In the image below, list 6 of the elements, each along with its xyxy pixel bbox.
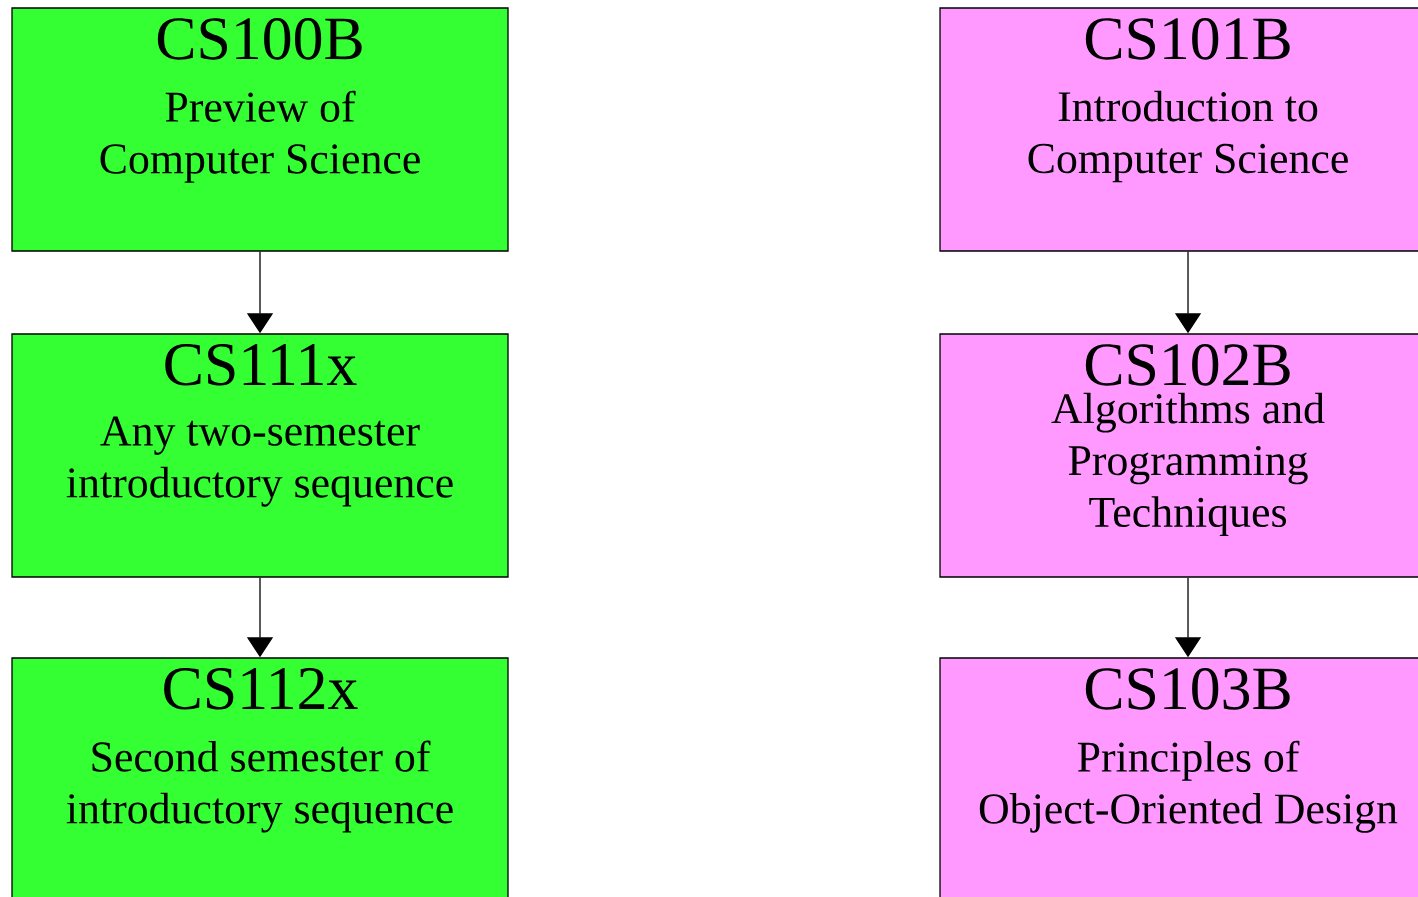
course-box: CS112x Second semester of introductory sequence — [11, 657, 509, 897]
course-box: CS101B Introduction to Computer Science — [939, 7, 1418, 252]
course-box: CS100B Preview of Computer Science — [11, 7, 509, 252]
course-box: CS102B Algorithms and Programming Techniques — [939, 333, 1418, 578]
course-box: CS111x Any two-semester introductory sequence — [11, 333, 509, 578]
course-box: CS103B Principles of Object-Oriented Design — [939, 657, 1418, 897]
